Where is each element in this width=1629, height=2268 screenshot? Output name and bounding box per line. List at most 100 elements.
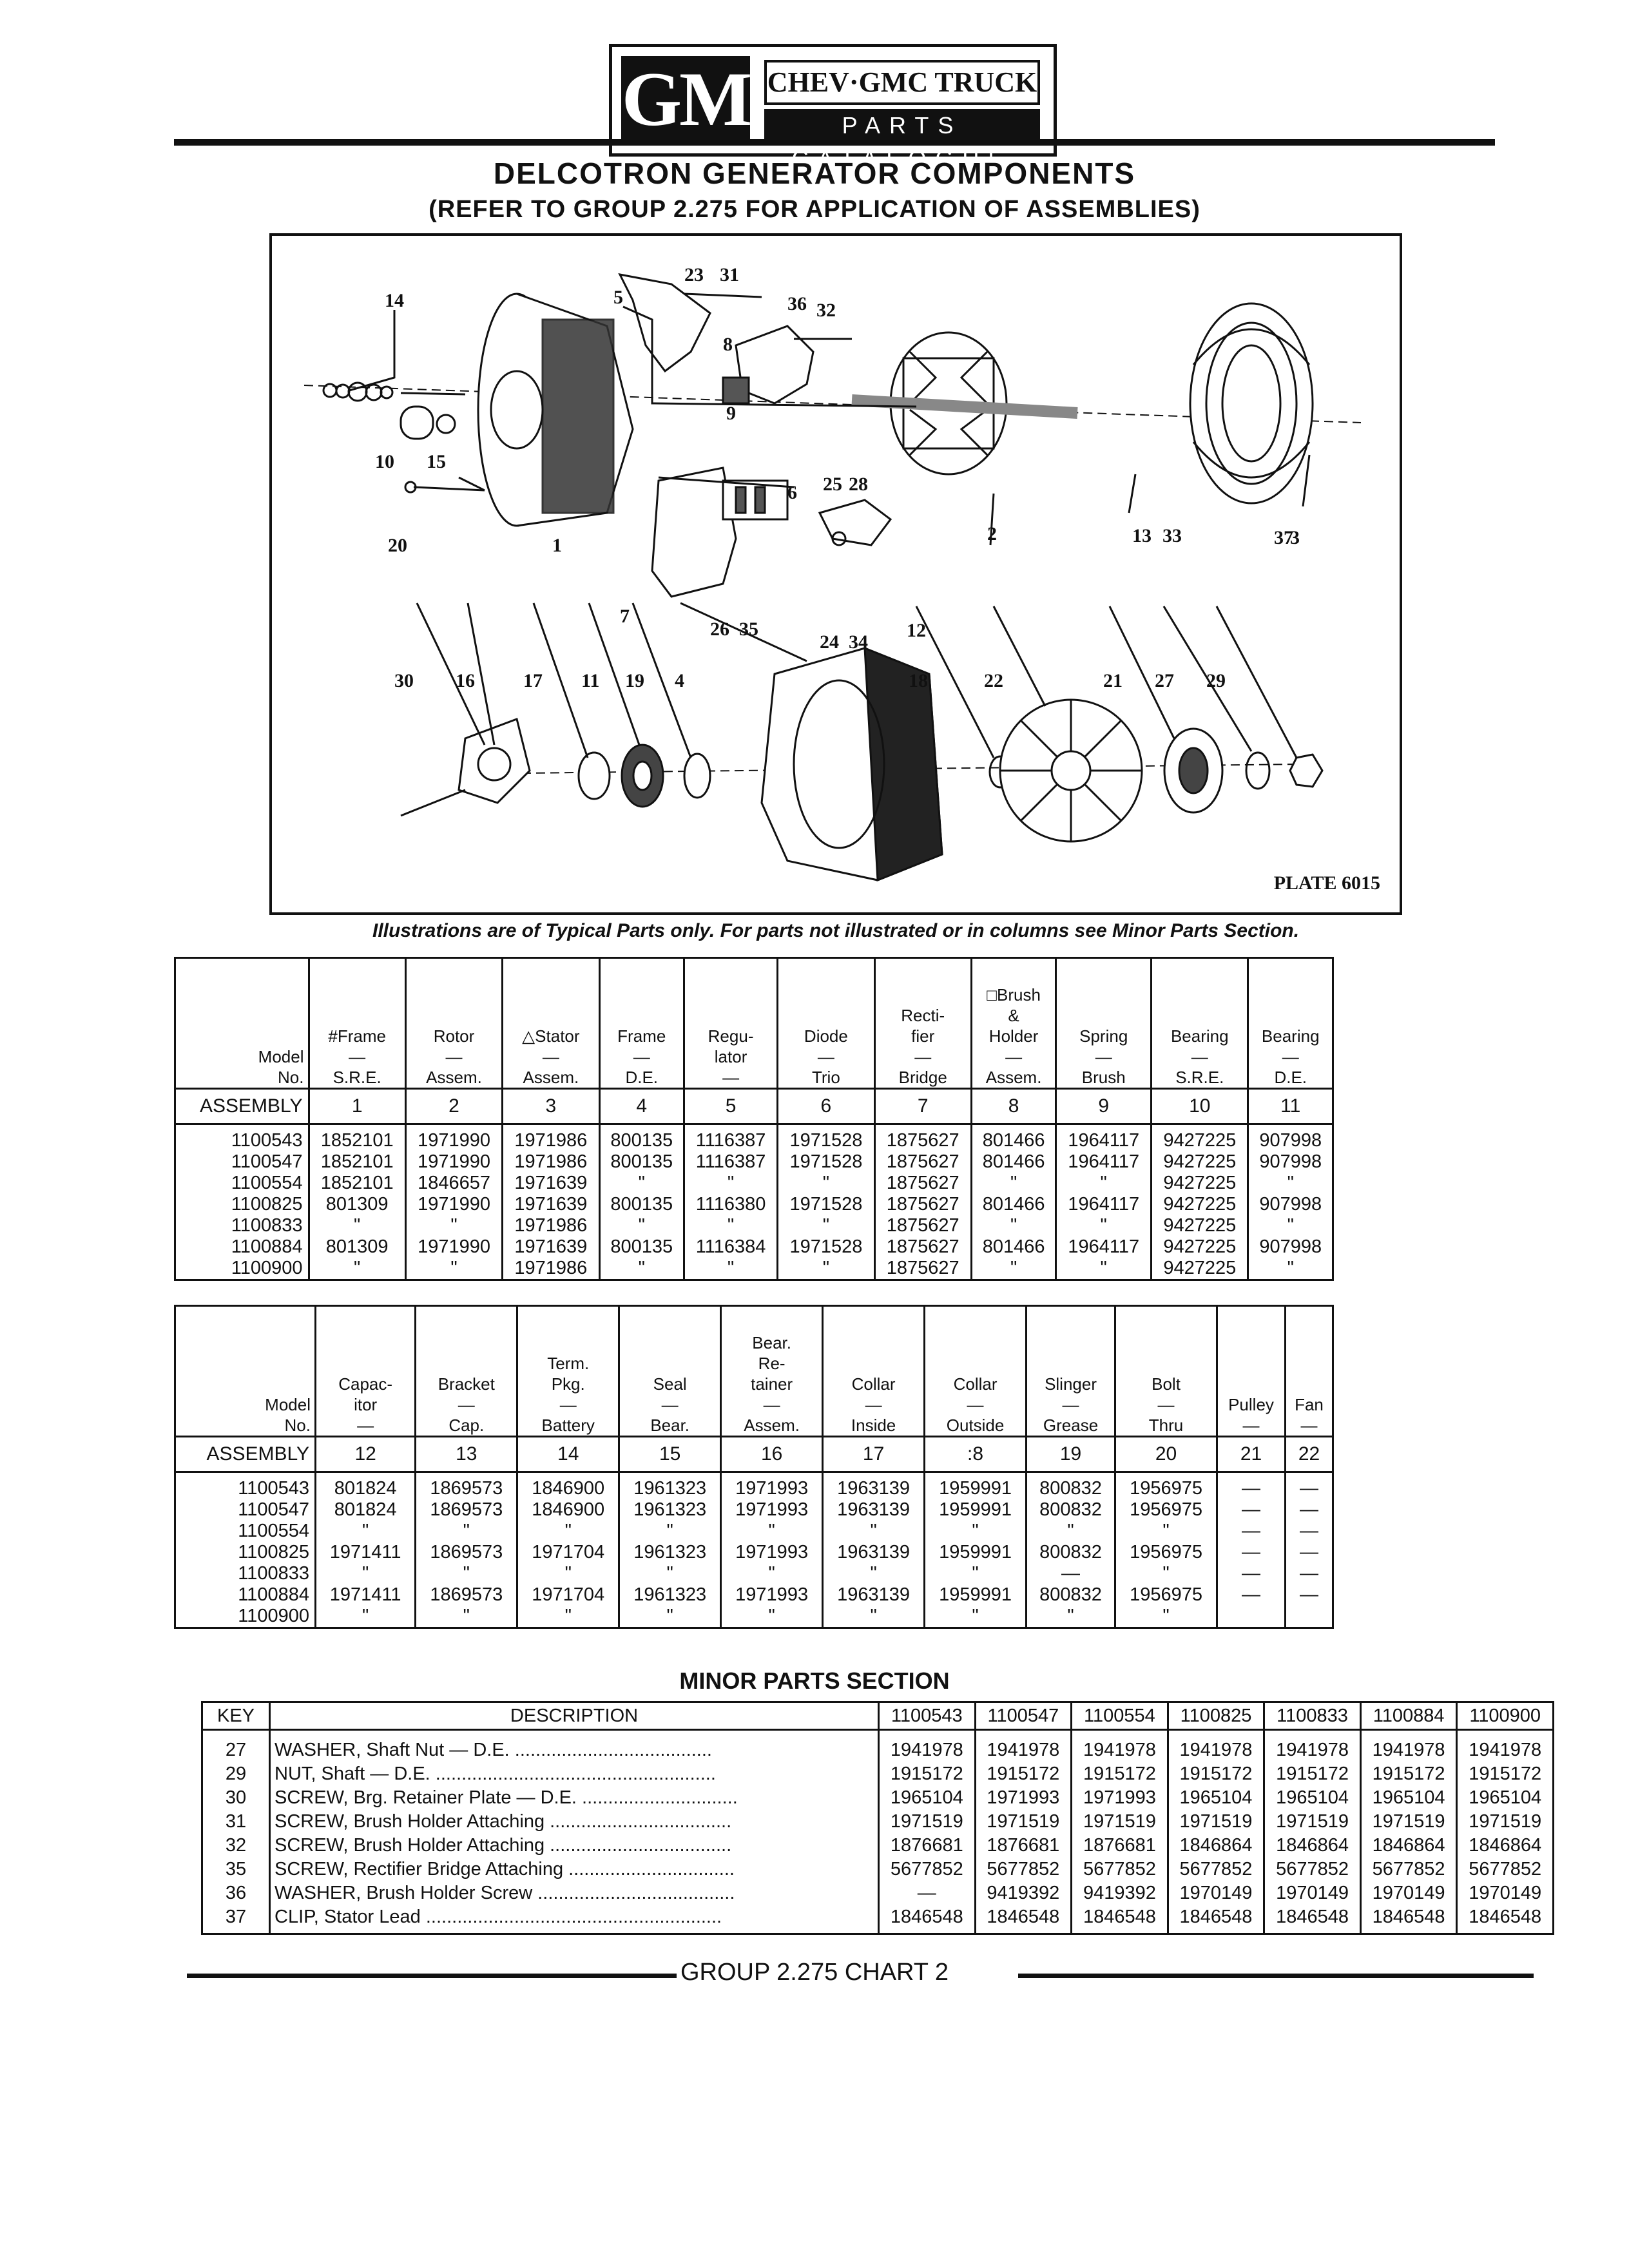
column-header-line: Assem. — [523, 1068, 579, 1087]
part-number: 9427225 — [1163, 1194, 1237, 1215]
assembly-number-cell: 8 — [970, 1088, 1057, 1125]
part-number: 1941978 — [1469, 1740, 1542, 1760]
column-header-line: — — [542, 1047, 559, 1066]
model-number: 1100825 — [238, 1542, 309, 1562]
part-number: 1965104 — [1372, 1787, 1445, 1808]
column-header-line: & — [1008, 1006, 1019, 1025]
part-number: 1941978 — [890, 1740, 963, 1760]
illustration-note: Illustrations are of Typical Parts only.… — [372, 920, 1300, 941]
part-number: 1971519 — [1469, 1811, 1542, 1832]
column-header-cell: Collar—Outside — [923, 1305, 1028, 1437]
column-header-line: Pkg. — [551, 1374, 585, 1394]
assembly-number-cell: :8 — [923, 1436, 1028, 1473]
column-header-cell: Bracket—Cap. — [414, 1305, 519, 1437]
part-number: 1970149 — [1179, 1883, 1253, 1903]
part-number: 1846548 — [987, 1907, 1060, 1927]
part-number: 1846864 — [1179, 1835, 1253, 1856]
part-number: 1116384 — [695, 1236, 766, 1257]
svg-text:25: 25 — [823, 474, 842, 495]
part-number: — — [1300, 1499, 1318, 1520]
header-rule — [174, 139, 1495, 146]
column-header-line: — — [445, 1047, 463, 1066]
part-number: 1846548 — [1372, 1907, 1445, 1927]
part-number: " — [362, 1606, 369, 1626]
part-number: — — [1242, 1563, 1260, 1584]
part-number: 1971986 — [514, 1151, 588, 1172]
part-number: 9419392 — [1083, 1883, 1156, 1903]
column-header-line: Inside — [851, 1416, 896, 1435]
column-header-line: — — [967, 1395, 984, 1414]
column-header-line: Slinger — [1045, 1374, 1097, 1394]
part-number: 1846548 — [1083, 1907, 1156, 1927]
part-number: — — [1242, 1521, 1260, 1541]
svg-text:26: 26 — [710, 619, 729, 640]
column-header-line: Diode — [804, 1026, 848, 1046]
part-number: 907998 — [1259, 1130, 1322, 1151]
svg-text:28: 28 — [849, 474, 868, 495]
column-header-line: tainer — [751, 1374, 793, 1394]
part-number: 5677852 — [890, 1859, 963, 1879]
key-number: 36 — [225, 1883, 247, 1903]
part-description: SCREW, Brush Holder Attaching ..........… — [275, 1811, 732, 1832]
column-header-line: Fan — [1295, 1395, 1324, 1414]
column-header-cell: Bear.Re-tainer—Assem. — [720, 1305, 824, 1437]
part-number: 1941978 — [1372, 1740, 1445, 1760]
part-number: — — [1242, 1499, 1260, 1520]
model-number: 1100825 — [231, 1194, 303, 1215]
part-number: 800135 — [610, 1194, 673, 1215]
key-number: 29 — [225, 1763, 247, 1784]
part-number: 1971639 — [514, 1236, 588, 1257]
svg-text:19: 19 — [625, 670, 644, 691]
column-header-line: Bear. — [752, 1333, 791, 1352]
part-description: NUT, Shaft — D.E. ......................… — [275, 1763, 716, 1784]
column-header-line: — — [1157, 1395, 1175, 1414]
column-header-line: Cap. — [448, 1416, 485, 1435]
part-number: 1971704 — [532, 1542, 605, 1562]
column-header-cell: #Frame—S.R.E. — [307, 957, 407, 1090]
column-header-cell: Rotor—Assem. — [404, 957, 504, 1090]
part-number: 1852101 — [320, 1151, 394, 1172]
assembly-number-cell: 13 — [414, 1436, 519, 1473]
column-header-line: — — [1005, 1047, 1023, 1066]
assembly-label-cell: ASSEMBLY — [174, 1088, 310, 1125]
model-number: 1100900 — [238, 1606, 309, 1626]
part-number: 1971704 — [532, 1584, 605, 1605]
svg-text:6: 6 — [787, 482, 797, 503]
part-number: " — [1162, 1606, 1170, 1626]
assembly-number-cell: 20 — [1114, 1436, 1219, 1473]
part-number: " — [822, 1258, 830, 1278]
model-number: 1100543 — [231, 1130, 303, 1151]
model-number: 1100554 — [231, 1173, 303, 1193]
part-number: 1971990 — [418, 1194, 490, 1215]
column-header-cell: Frame—D.E. — [598, 957, 685, 1090]
part-number: 1964117 — [1068, 1130, 1140, 1151]
part-number: 1965104 — [1276, 1787, 1349, 1808]
part-number: " — [666, 1606, 673, 1626]
part-number: " — [450, 1258, 458, 1278]
svg-text:3: 3 — [1290, 527, 1300, 548]
part-number: 1875627 — [886, 1215, 959, 1236]
minor-parts-header-cell: 1100543 — [878, 1701, 976, 1731]
part-number: 1941978 — [1276, 1740, 1349, 1760]
part-number: 1869573 — [430, 1584, 503, 1605]
part-number: 1116380 — [695, 1194, 766, 1215]
part-number: 1971993 — [735, 1542, 809, 1562]
part-number: " — [1067, 1521, 1074, 1541]
part-number: 1959991 — [939, 1584, 1012, 1605]
part-number: — — [1061, 1563, 1081, 1584]
part-number: 907998 — [1259, 1236, 1322, 1257]
svg-text:32: 32 — [816, 300, 836, 321]
part-number: 1971528 — [789, 1151, 863, 1172]
key-number: 37 — [225, 1907, 247, 1927]
assembly-number-cell: 3 — [501, 1088, 601, 1125]
key-number: 30 — [225, 1787, 247, 1808]
part-number: 1915172 — [1179, 1763, 1253, 1784]
minor-parts-header-cell: 1100554 — [1070, 1701, 1169, 1731]
part-number: 1971993 — [735, 1478, 809, 1499]
